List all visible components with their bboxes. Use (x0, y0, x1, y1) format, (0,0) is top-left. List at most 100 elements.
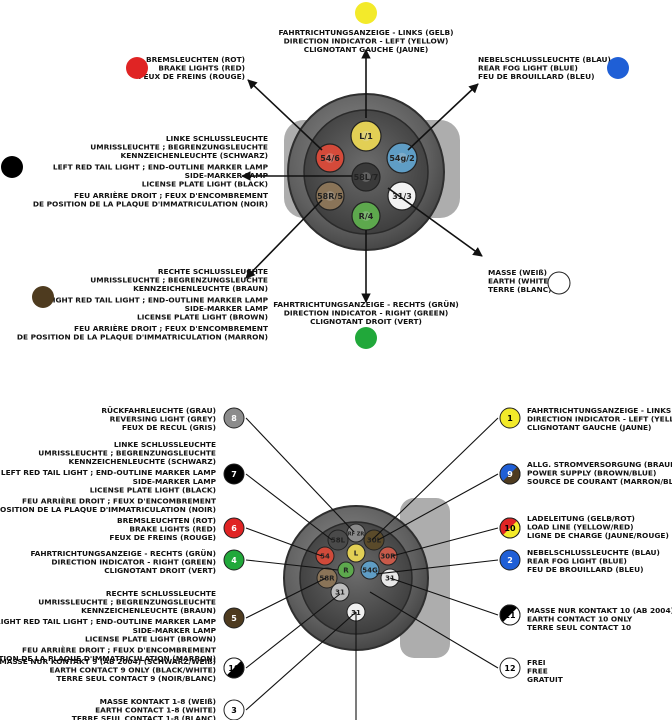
bottom-pin-label: L (354, 550, 359, 558)
bottom-right-dot-9-fill-b (500, 464, 518, 482)
bottom-left-line: BRAKE LIGHTS (RED) (129, 525, 216, 534)
bottom-left-line: RÜCKFAHRLEUCHTE (GRAU) (101, 406, 216, 415)
bottom-left-line: MASSE NUR KONTAKT 9 (AB 2004) (SCHWARZ/W… (0, 657, 216, 666)
top-label-line: DE POSITION DE LA PLAQUE D'IMMATRICULATI… (33, 199, 268, 208)
bottom-right-dot-10-ring (499, 517, 521, 539)
top-label-line: BREMSLEUCHTEN (ROT) (146, 55, 245, 64)
bottom-pin-3 (315, 546, 335, 566)
bottom-pin-8 (360, 560, 380, 580)
bottom-right-dot-10-fill-b (500, 518, 518, 536)
bottom-left-item-8: RÜCKFAHRLEUCHTE (GRAU)REVERSING LIGHT (G… (101, 406, 245, 432)
top-label-line: FEU DE BROUILLARD (BLEU) (478, 72, 594, 81)
top-pin-0 (350, 120, 382, 152)
bottom-pin-label: 30L (367, 537, 382, 545)
bottom-left-line: RECHTE SCHLUSSLEUCHTE (106, 589, 216, 598)
bottom-pin-10 (330, 582, 350, 602)
top-pin-hole (325, 153, 335, 163)
bottom-right-line: POWER SUPPLY (BROWN/BLUE) (527, 469, 656, 478)
bottom-left-dot-8: 8 (223, 407, 245, 429)
bottom-left-line: DE POSITION DE LA PLAQUE D'IMMATRICULATI… (0, 654, 216, 663)
bottom-left-dot-8-fill (223, 407, 245, 429)
top-arrows (241, 49, 483, 303)
top-color-dot-right_tail (32, 286, 54, 308)
bottom-left-dot-6: 6 (223, 517, 245, 539)
top-pin-hole (397, 191, 407, 201)
bottom-right-item-9: ALLG. STROMVERSORGUNG (BRAUN/BLAU)POWER … (499, 460, 672, 486)
top-label-line: LICENSE PLATE LIGHT (BROWN) (137, 313, 268, 322)
top-pin-4 (315, 181, 345, 211)
bottom-left-line: LINKE SCHLUSSLEUCHTE (114, 440, 216, 449)
bottom-left-line: FEUX DE FREINS (ROUGE) (109, 533, 216, 542)
bottom-left-line: FEU ARRIÈRE DROIT ; FEUX D'ENCOMBREMENT (22, 496, 216, 505)
top-label-line: RECHTE SCHLUSSLEUCHTE (158, 267, 268, 276)
bottom-left-dot-4-fill (223, 549, 245, 571)
bottom-left-dot-8-number: 8 (231, 414, 237, 423)
bottom-right-line: FEU DE BROUILLARD (BLEU) (527, 565, 643, 574)
top-color-dot-right_indicator (355, 327, 377, 349)
bottom-left-item-6: BREMSLEUCHTEN (ROT)BRAKE LIGHTS (RED)FEU… (109, 516, 245, 542)
bottom-left-line: FEU ARRIÈRE DROIT ; FEUX D'ENCOMBREMENT (22, 645, 216, 654)
top-label-line: CLIGNOTANT DROIT (VERT) (310, 317, 422, 326)
top-label-line: NEBELSCHLUSSLEUCHTE (BLAU) (478, 55, 611, 64)
top-label-line: FEUX DE FREINS (ROUGE) (138, 72, 245, 81)
bottom-right-dot-12-fill (499, 657, 521, 679)
top-pin-hole (396, 152, 408, 164)
top-label-left_indicator: FAHRTRICHTUNGSANZEIGE - LINKS (GELB)DIRE… (278, 2, 454, 54)
bottom-right-item-11: MASSE NUR KONTAKT 10 (AB 2004)EARTH CONT… (499, 604, 672, 632)
top-label-line: UMRISSLEUCHTE ; BEGRENZUNGSLEUCHTE (90, 143, 268, 152)
bottom-left-line: EARTH CONTACT 1-8 (WHITE) (95, 706, 216, 715)
top-pin-label: R/4 (359, 212, 374, 221)
bottom-right-line: ALLG. STROMVERSORGUNG (BRAUN/BLAU) (527, 460, 672, 469)
top-label-line: FEU ARRIÈRE DROIT ; FEUX D'ENCOMBREMENT (74, 324, 268, 333)
bottom-right-line: GRATUIT (527, 675, 563, 684)
bottom-right-dot-10: 10 (499, 517, 521, 539)
bottom-right-dot-11-ring (499, 604, 521, 626)
bottom-left-line: FAHRTRICHTUNGSANZEIGE - RECHTS (GRÜN) (30, 549, 216, 558)
bottom-right-item-10: LADELEITUNG (GELB/ROT)LOAD LINE (YELLOW/… (499, 514, 669, 540)
top-pin-hole (325, 191, 335, 201)
bottom-left-line: UMRISSLEUCHTE ; BEGRENZUNGSLEUCHTE (38, 598, 216, 607)
bottom-right-line: NEBELSCHLUSSLEUCHTE (BLAU) (527, 548, 660, 557)
bottom-pin-label: 30R (380, 553, 396, 561)
top-label-line: REAR FOG LIGHT (BLUE) (478, 64, 578, 73)
top-label-line: LINKE SCHLUSSLEUCHTE (166, 134, 268, 143)
top-label-line: MASSE (WEIß) (488, 268, 547, 277)
bottom-left-line: MASSE KONTAKT 1-8 (WEIß) (100, 697, 216, 706)
bottom-left-line: SIDE-MARKER LAMP (133, 626, 217, 635)
top-label-brake: BREMSLEUCHTEN (ROT)BRAKE LIGHTS (RED)FEU… (126, 55, 245, 81)
top-label-fog: NEBELSCHLUSSLEUCHTE (BLAU)REAR FOG LIGHT… (478, 55, 629, 81)
bottom-left-dot-6-number: 6 (231, 524, 237, 533)
top-color-dot-left_indicator (355, 2, 377, 24)
top-label-line: SIDE-MARKER LAMP (185, 171, 269, 180)
bottom-left-line: TERRE SEUL CONTACT 9 (NOIR/BLANC) (56, 674, 216, 683)
bottom-left-dot-10-number: 10 (228, 664, 240, 673)
bottom-pin-5 (378, 546, 398, 566)
top-pin-2 (386, 142, 418, 174)
bottom-right-line: LADELEITUNG (GELB/ROT) (527, 514, 635, 523)
bottom-left-line: DE POSITION DE LA PLAQUE D'IMMATRICULATI… (0, 505, 216, 514)
top-pin-label: 31/3 (392, 192, 412, 201)
bottom-right-dot-9-number: 9 (507, 470, 513, 479)
bottom-left-line: KENNZEICHENLEUCHTE (SCHWARZ) (69, 457, 216, 466)
top-color-dot-brake (126, 57, 148, 79)
bottom-right-dot-1-fill (499, 407, 521, 429)
bottom-lines (245, 417, 499, 720)
top-label-line: DIRECTION INDICATOR - RIGHT (GREEN) (284, 309, 449, 318)
top-color-dot-fog (607, 57, 629, 79)
bottom-right-dot-2: 2 (499, 549, 521, 571)
bottom-right-dot-2-number: 2 (507, 556, 513, 565)
bottom-left-dot-5-number: 5 (231, 614, 237, 623)
top-label-ground: MASSE (WEIß)EARTH (WHITE)TERRE (BLANC) (488, 268, 571, 295)
bottom-left-dot-7: 7 (223, 463, 245, 485)
top-label-line: KENNZEICHENLEUCHTE (BRAUN) (133, 284, 268, 293)
bottom-pin-label: 54G (362, 567, 378, 575)
bottom-left-dot-4: 4 (223, 549, 245, 571)
top-pin-label: L/1 (359, 132, 373, 141)
bottom-pin-label: RF ZR (348, 532, 365, 538)
top-label-right_indicator: FAHRTRICHTUNGSANZEIGE - RECHTS (GRÜN)DIR… (273, 300, 459, 349)
bottom-right-line: TERRE SEUL CONTACT 10 (527, 623, 631, 632)
